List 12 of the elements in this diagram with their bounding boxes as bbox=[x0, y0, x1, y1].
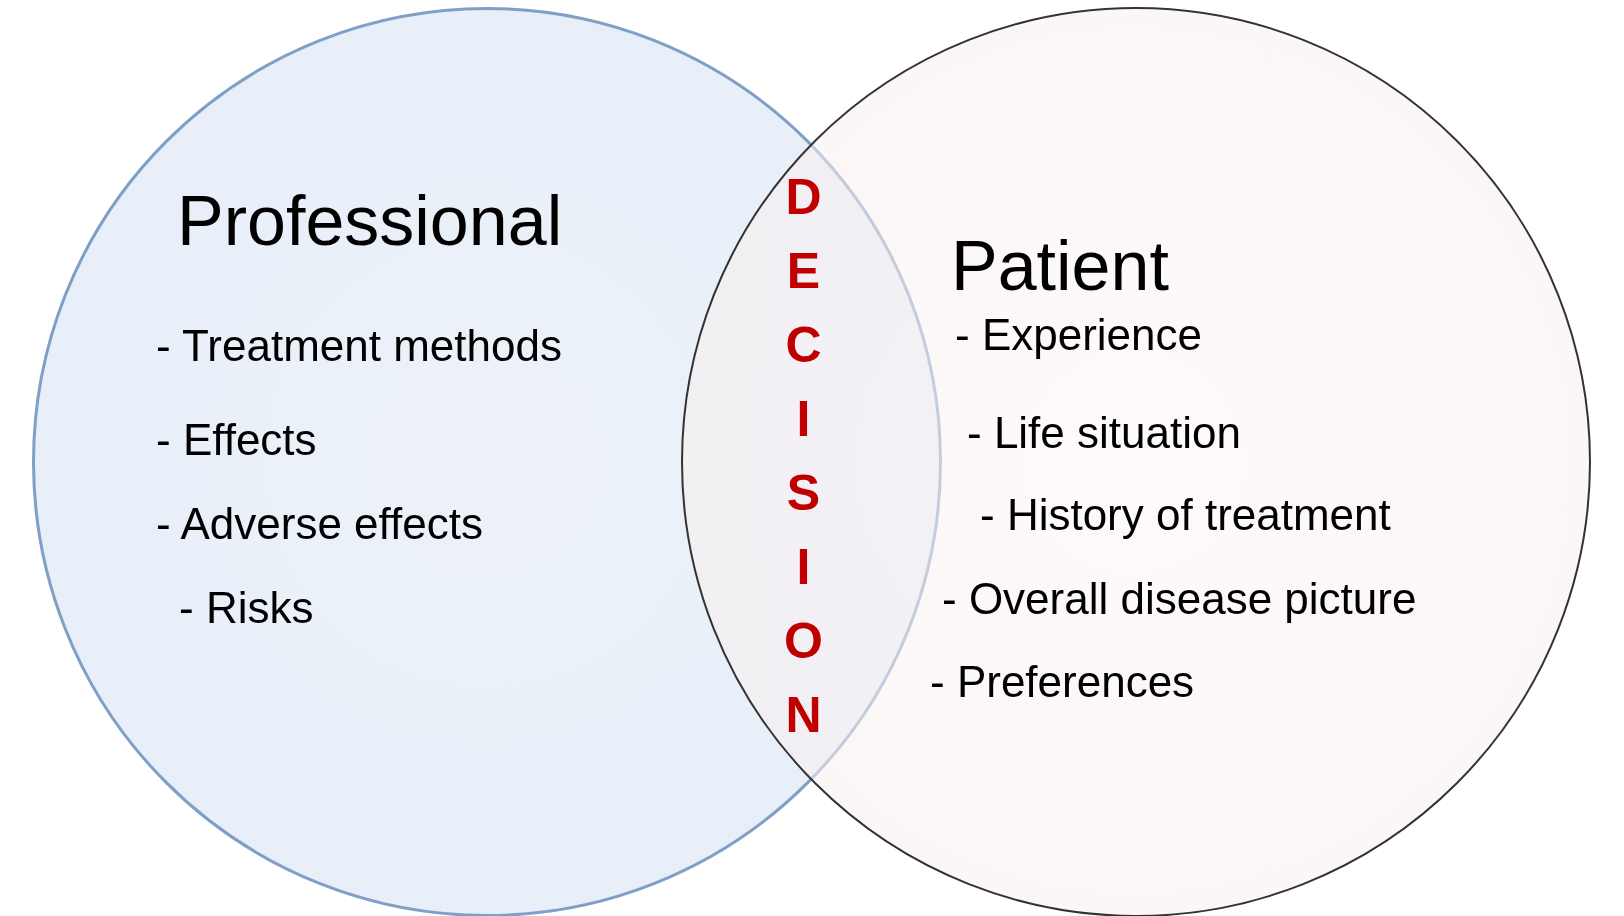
list-item: - Overall disease picture bbox=[942, 574, 1417, 625]
list-item: - Risks bbox=[179, 583, 314, 634]
circle-title: Professional bbox=[177, 181, 563, 262]
list-item: - Life situation bbox=[967, 408, 1241, 459]
circle-title: Patient bbox=[951, 226, 1169, 307]
vertical-label: DECISION bbox=[784, 168, 823, 745]
list-item: - Effects bbox=[156, 415, 317, 466]
list-item: - Preferences bbox=[930, 657, 1195, 708]
list-item: - Experience bbox=[955, 310, 1202, 361]
list-item: - Treatment methods bbox=[156, 321, 562, 372]
list-item: - History of treatment bbox=[980, 490, 1391, 541]
list-item: - Adverse effects bbox=[156, 499, 483, 550]
